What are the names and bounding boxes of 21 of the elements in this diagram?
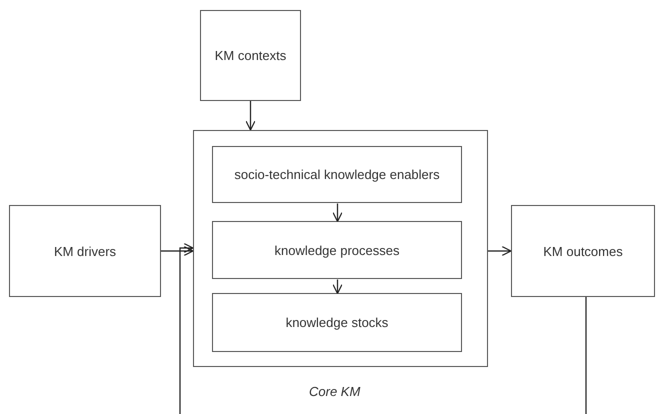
arrow (245, 101, 256, 131)
group-label: Core KM (309, 384, 360, 399)
arrow (179, 242, 194, 414)
box-label: knowledge processes (273, 242, 401, 258)
box-label: socio-technical knowledge enablers (233, 166, 441, 183)
group-box (193, 130, 488, 367)
box-label: KM drivers (52, 242, 118, 260)
arrow (332, 280, 343, 294)
process-box (212, 146, 462, 203)
arrow (161, 246, 194, 256)
process-box (212, 221, 462, 279)
process-box (9, 205, 161, 297)
box-label: knowledge stocks (284, 314, 390, 331)
connector-line (585, 297, 587, 414)
arrow (332, 204, 343, 222)
box-label: KM outcomes (542, 242, 624, 260)
arrow (488, 246, 512, 256)
process-box (212, 293, 462, 352)
process-box (200, 10, 301, 101)
box-label: KM contexts (214, 47, 288, 64)
process-box (511, 205, 655, 297)
